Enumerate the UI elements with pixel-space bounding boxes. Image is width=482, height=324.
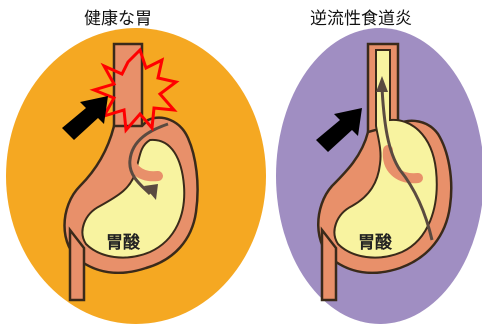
healthy-stomach-panel: 胃酸 [6, 28, 266, 324]
reflux-panel: 胃酸 [276, 28, 482, 324]
right-acid-label: 胃酸 [358, 232, 393, 253]
left-acid-label: 胃酸 [106, 232, 141, 253]
